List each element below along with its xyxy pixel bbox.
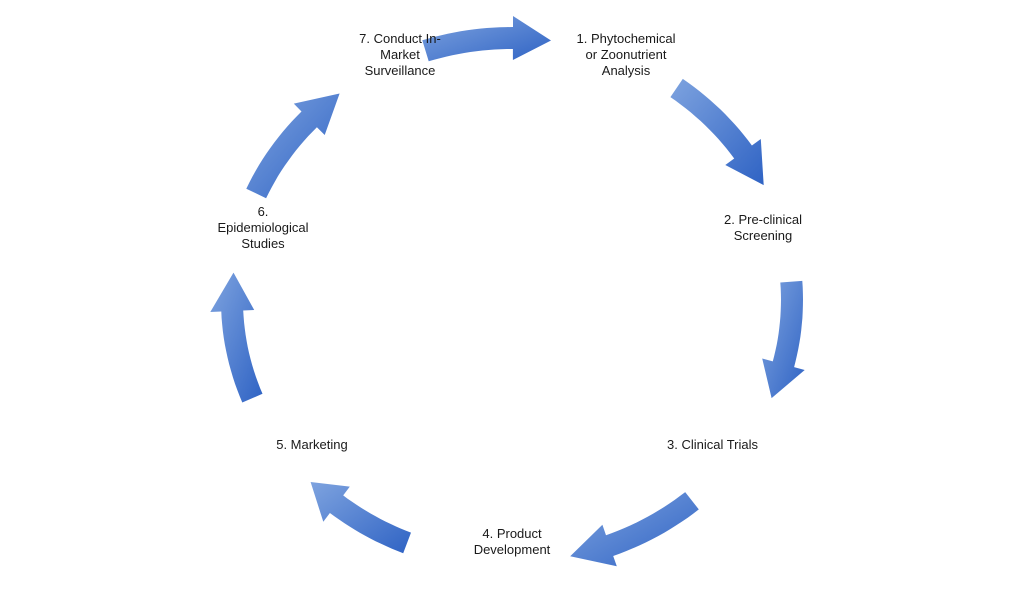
cycle-arrow-2 (670, 78, 764, 186)
cycle-arrow-7 (246, 93, 340, 199)
step-6-label: 6. Epidemiological Studies (217, 204, 309, 251)
step-2-label: 2. Pre-clinical Screening (723, 212, 803, 243)
cycle-arrow-5 (310, 482, 411, 554)
step-7-label: 7. Conduct In- Market Surveillance (359, 31, 441, 78)
cycle-arrows (210, 16, 805, 567)
step-1-label: 1. Phytochemical or Zoonutrient Analysis (576, 31, 676, 78)
step-4-label: 4. Product Development (473, 526, 551, 557)
cycle-arrow-3 (762, 280, 805, 399)
cycle-arrow-4 (570, 492, 699, 567)
cycle-arrow-6 (210, 272, 263, 403)
step-5-label: 5. Marketing (276, 437, 348, 452)
step-3-label: 3. Clinical Trials (666, 437, 759, 452)
cycle-arrow-1 (422, 16, 551, 62)
